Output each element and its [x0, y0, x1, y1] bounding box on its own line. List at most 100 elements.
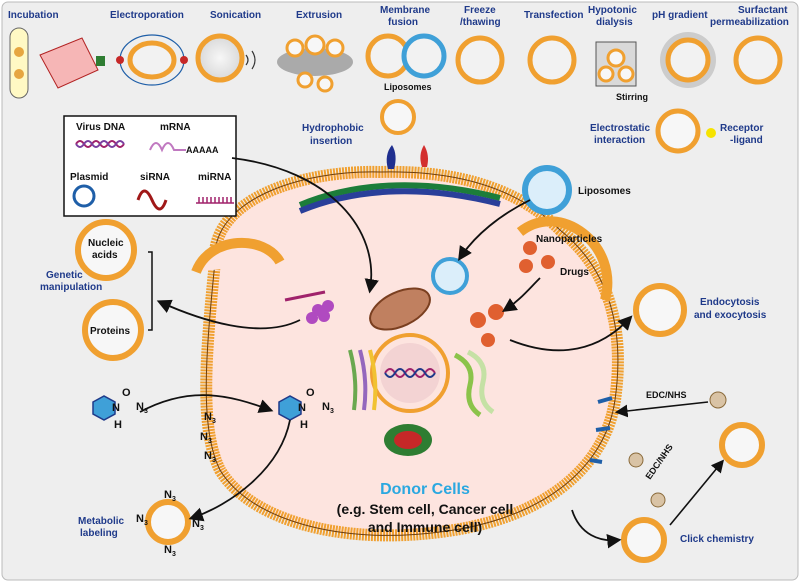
chem-sub3-lab-left: 3: [144, 520, 148, 527]
donor-title: Donor Cells: [380, 481, 470, 498]
drug-particles: [470, 304, 504, 347]
metabolic-labeling-vesicle: [145, 499, 191, 545]
label-genetic-1: Genetic: [46, 270, 83, 281]
label-hypotonic-1: Hypotonic: [588, 5, 637, 16]
endocytosis-vesicle: [633, 283, 687, 337]
transfection-icon: [527, 35, 577, 85]
arrow-np-to-cell: [502, 277, 541, 312]
arrow-to-genetic: [156, 299, 301, 330]
chem-sub3-b: 3: [208, 438, 212, 445]
chem-n-left: N: [112, 402, 120, 414]
sonication-icon: [195, 33, 256, 83]
cell-protrusion-left: [191, 238, 285, 275]
proteins-vesicle: [82, 299, 144, 361]
label-freeze-2: /thawing: [460, 17, 501, 28]
chem-n3-a: N: [204, 411, 212, 423]
chem-n3-lab-bottom: N: [164, 544, 172, 556]
liposome-icon: [522, 165, 572, 215]
chem-sub3-lab-bottom: 3: [172, 551, 176, 558]
edc-star-particles: [628, 391, 727, 508]
label-endocytosis-1: Endocytosis: [700, 297, 760, 308]
chem-h-membrane: H: [300, 419, 308, 431]
label-edc-nhs-1: EDC/NHS: [646, 390, 687, 400]
label-membrane-fusion-1: Membrane: [380, 5, 430, 16]
label-surfactant-2: permeabilization: [710, 17, 789, 28]
hydrophobic-vesicle: [380, 99, 416, 135]
mirna-inside: [284, 290, 326, 302]
label-hydrophobic-1: Hydrophobic: [302, 123, 364, 134]
label-metabolic-1: Metabolic: [78, 516, 125, 527]
label-mirna: miRNA: [198, 172, 231, 183]
chem-n3-lab-top: N: [164, 489, 172, 501]
label-stirring: Stirring: [616, 92, 648, 102]
arrow-to-click: [571, 509, 622, 549]
hypotonic-dialysis-icon: [595, 41, 637, 87]
sugar-hexagon-membrane: [278, 395, 302, 421]
hydrophobic-band: [298, 182, 501, 208]
label-freeze-1: Freeze: [464, 5, 496, 16]
label-drugs: Drugs: [560, 267, 589, 278]
protein-cluster: [306, 300, 334, 324]
label-transfection: Transfection: [524, 10, 583, 21]
click-vesicle-top: [719, 422, 765, 468]
chem-n3-lab-left: N: [136, 513, 144, 525]
label-hypotonic-2: dialysis: [596, 17, 633, 28]
electrostatic-vesicle: [655, 108, 701, 154]
incubation-flask-icon: [39, 37, 105, 89]
label-liposomes: Liposomes: [578, 186, 631, 197]
label-plasmid: Plasmid: [70, 172, 108, 183]
arrow-to-metabolic: [188, 419, 291, 522]
electroporation-icon: [116, 34, 188, 86]
label-receptor-2: -ligand: [730, 135, 763, 146]
nucleus-dna: [384, 368, 436, 378]
mitochondrion: [369, 287, 431, 331]
chem-n3-b: N: [200, 431, 208, 443]
label-nucleic-acids-1: Nucleic: [88, 238, 124, 249]
sugar-hexagon-left: [92, 395, 116, 421]
chem-sub3-a: 3: [212, 418, 216, 425]
donor-cell-membrane-inner: [205, 171, 619, 536]
ph-gradient-icon: [660, 32, 716, 88]
chem-n-membrane: N: [298, 402, 306, 414]
red-anchor-icon: [420, 145, 428, 167]
cell-protrusion-right: [516, 216, 613, 302]
nucleic-acids-vesicle: [75, 219, 137, 281]
chem-sub3-left: 3: [144, 408, 148, 415]
endoplasmic-reticulum: [453, 349, 495, 418]
sirna-icon: [136, 189, 168, 211]
ligand-icon: [706, 128, 716, 138]
donor-line-2: and Immune cell): [368, 519, 482, 535]
chem-sub3-membrane: 3: [330, 408, 334, 415]
label-proteins: Proteins: [90, 326, 130, 337]
membrane-tags: [589, 396, 613, 464]
label-sonication: Sonication: [210, 10, 261, 21]
label-sirna: siRNA: [140, 172, 170, 183]
chem-n3-lab-right: N: [192, 518, 200, 530]
chem-sub3-lab-right: 3: [200, 525, 204, 532]
label-membrane-fusion-2: fusion: [388, 17, 418, 28]
chem-n3-left: N: [136, 401, 144, 413]
chem-sub3-lab-top: 3: [172, 496, 176, 503]
label-genetic-2: manipulation: [40, 282, 102, 293]
label-receptor-1: Receptor: [720, 123, 763, 134]
label-nanoparticles: Nanoparticles: [536, 234, 603, 245]
freeze-thawing-icon: [455, 35, 505, 85]
chem-h-left: H: [114, 419, 122, 431]
golgi-left: [348, 349, 378, 411]
genetic-bracket: [148, 251, 153, 331]
click-vesicle-bottom: [621, 517, 667, 563]
label-electrostatic-2: interaction: [594, 135, 645, 146]
arrow-liposome-to-cell: [458, 199, 531, 262]
label-electrostatic-1: Electrostatic: [590, 123, 650, 134]
blue-anchor-icon: [386, 145, 396, 169]
mrna-icon: [149, 142, 186, 153]
label-aaaaa: AAAAA: [186, 145, 219, 155]
chem-o-membrane: O: [306, 387, 315, 399]
arrow-nucleic-to-cell: [231, 157, 379, 294]
surfactant-permeabilization-icon: [733, 35, 783, 85]
label-liposomes-small: Liposomes: [384, 82, 432, 92]
label-virus-dna: Virus DNA: [76, 122, 125, 133]
label-endocytosis-2: and exocytosis: [694, 310, 767, 321]
